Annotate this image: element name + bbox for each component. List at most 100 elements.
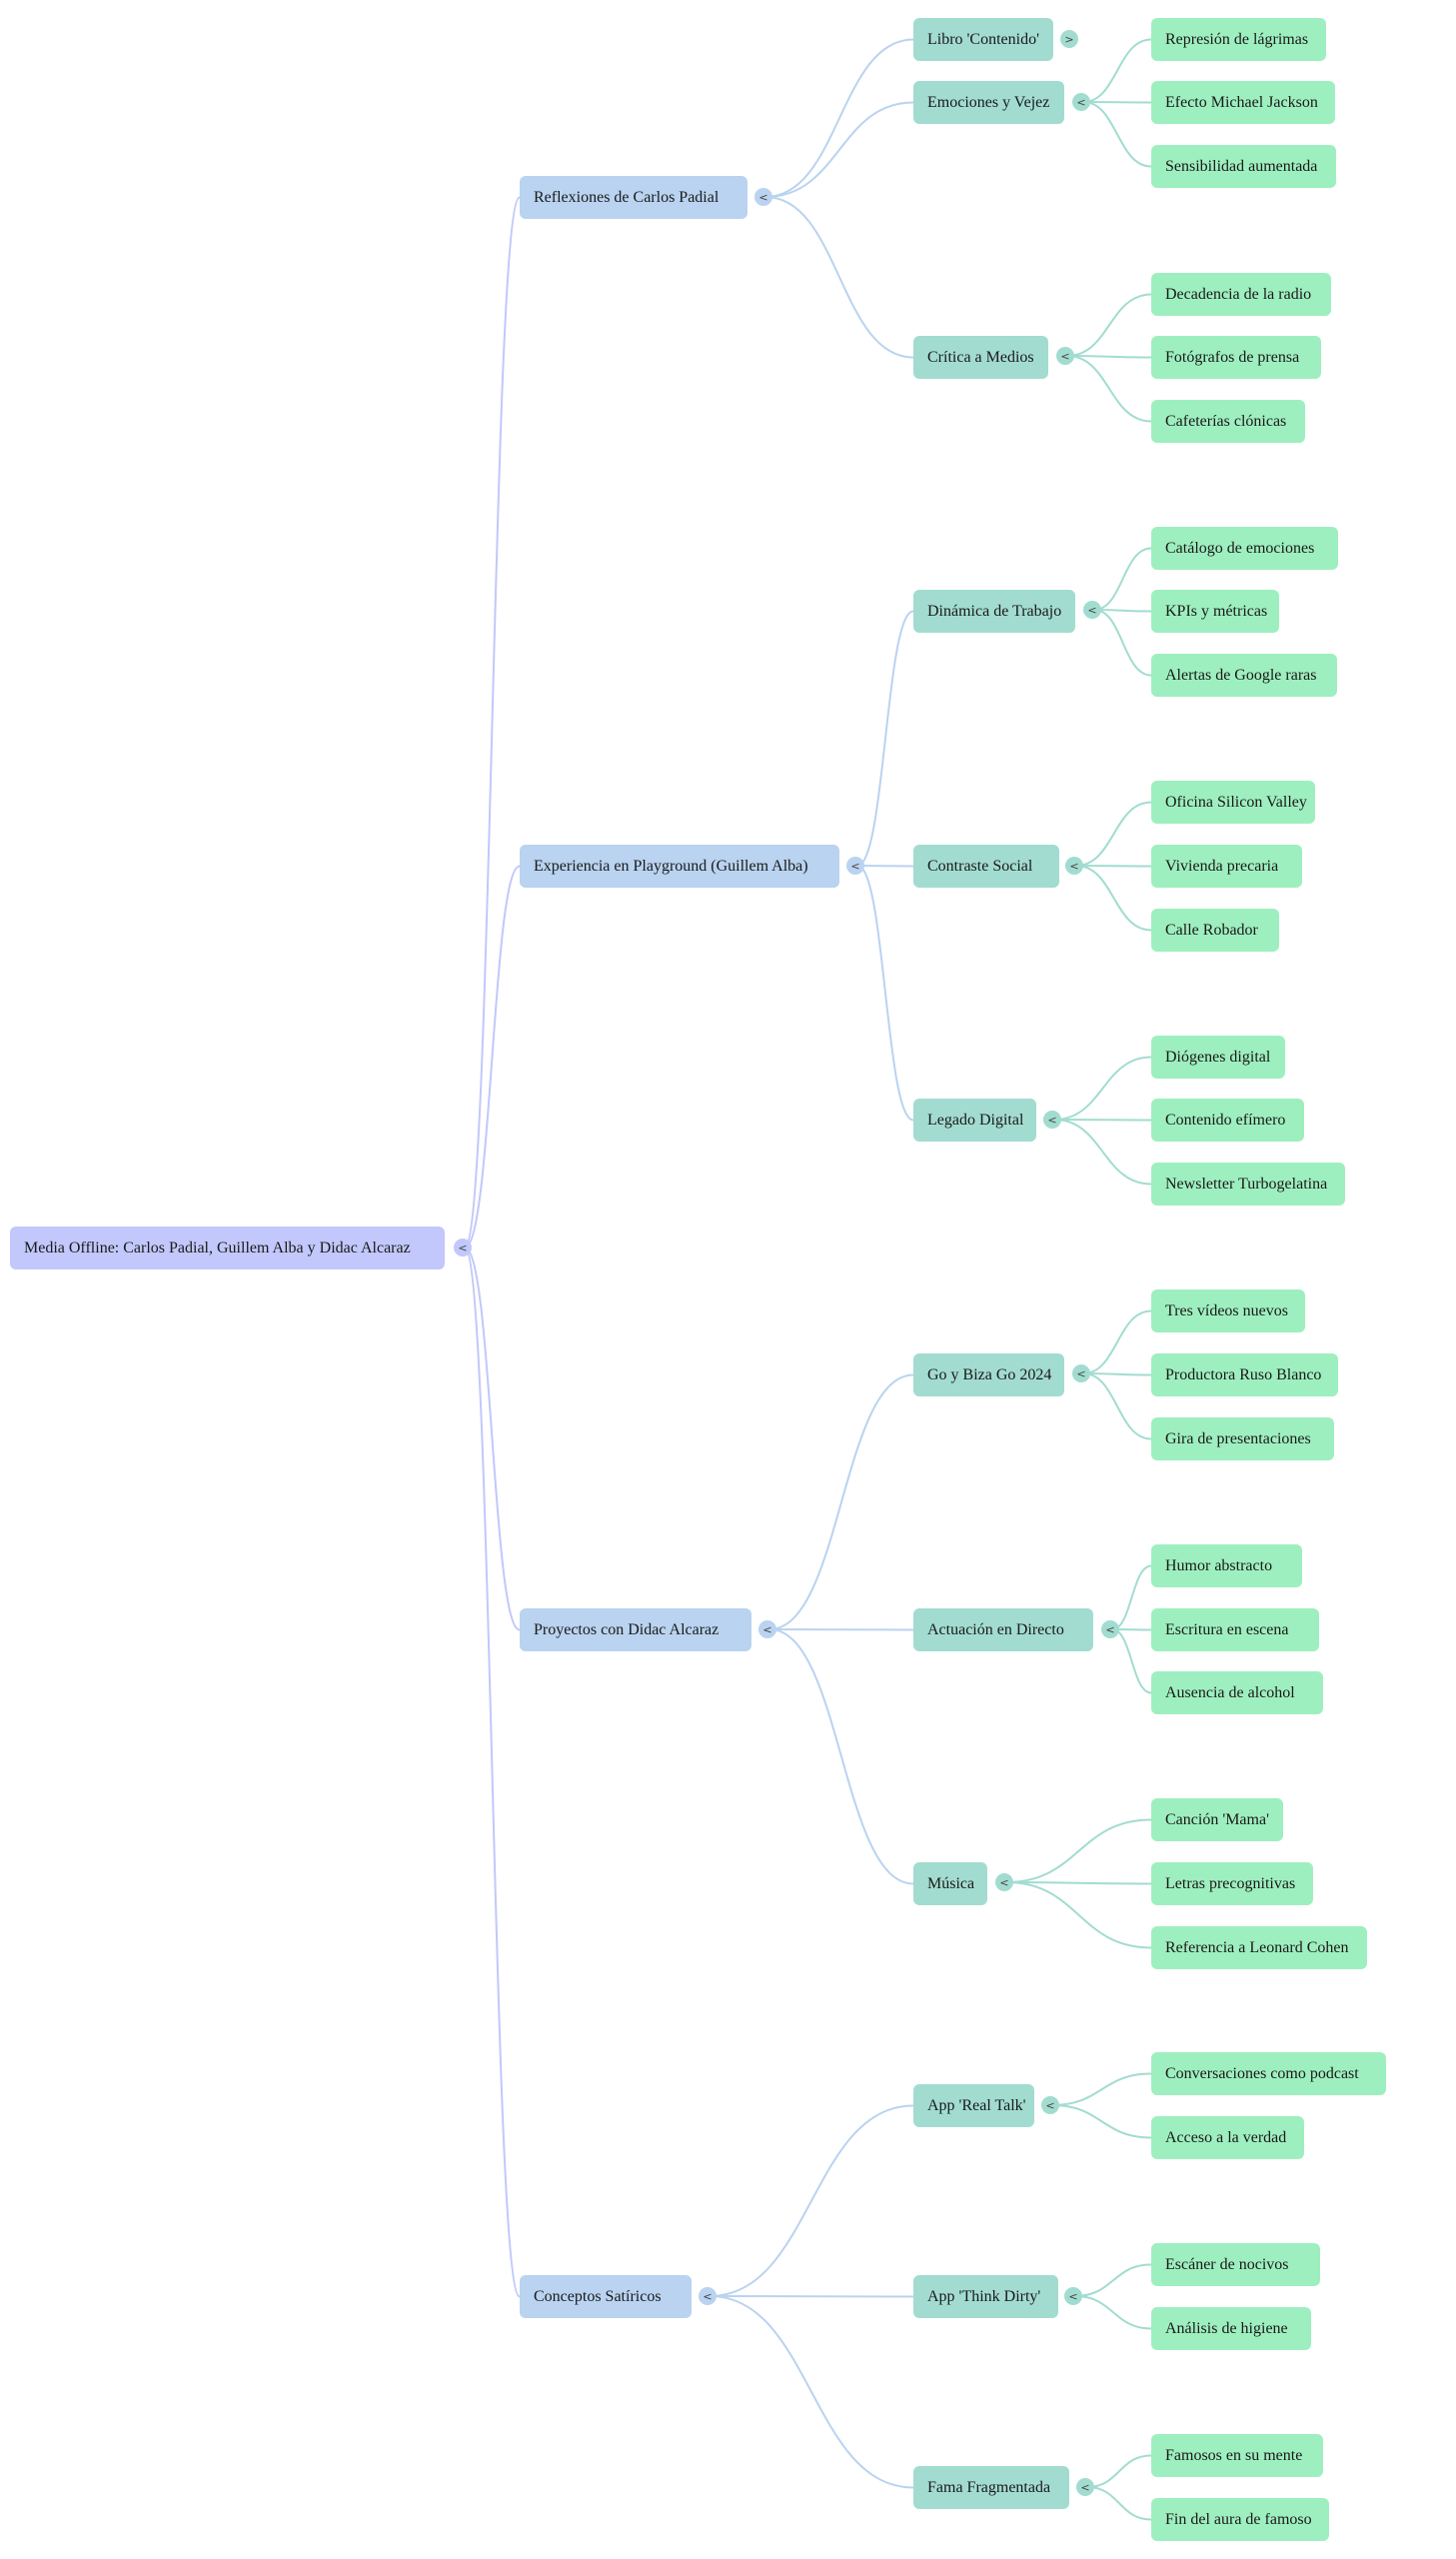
topic-node-app-real-talk[interactable]: App 'Real Talk' [913,2084,1034,2127]
topic-link [1093,609,1152,677]
collapse-toggle-icon[interactable]: < [1043,1111,1061,1129]
root-node-label: Media Offline: Carlos Padial, Guillem Al… [24,1239,411,1257]
leaf-node[interactable]: Fin del aura de famoso [1151,2498,1329,2541]
topic-node-contraste-social[interactable]: Contraste Social [913,845,1059,888]
leaf-node-label: Fotógrafos de prensa [1165,348,1300,366]
leaf-node-label: Acceso a la verdad [1165,2128,1287,2146]
branch-node-reflexiones[interactable]: Reflexiones de Carlos Padial [520,176,747,219]
leaf-node[interactable]: Escritura en escena [1151,1608,1319,1651]
collapse-toggle-icon[interactable]: < [1041,2096,1059,2114]
leaf-node[interactable]: Newsletter Turbogelatina [1151,1163,1345,1206]
collapse-toggle-icon[interactable]: < [1072,1364,1090,1382]
branch-node-label: Proyectos con Didac Alcaraz [534,1620,720,1638]
collapse-toggle-icon[interactable]: < [754,188,772,206]
collapse-toggle-icon[interactable]: < [1101,1620,1119,1638]
collapse-toggle-icon[interactable]: < [1083,601,1101,619]
leaf-node-label: Humor abstracto [1165,1556,1273,1574]
branch-link [856,610,914,867]
root-node[interactable]: Media Offline: Carlos Padial, Guillem Al… [10,1227,445,1270]
topic-link [1086,2486,1152,2521]
branch-link [768,1373,914,1630]
collapse-toggle-icon[interactable]: < [1056,347,1074,365]
collapse-toggle-icon[interactable]: < [1072,93,1090,111]
collapse-toggle-icon[interactable]: < [995,1873,1013,1891]
leaf-node[interactable]: Contenido efímero [1151,1099,1304,1142]
leaf-node-label: Productora Ruso Blanco [1165,1365,1322,1383]
topic-node-actuacion-directo[interactable]: Actuación en Directo [913,1608,1093,1651]
topic-link [1066,355,1152,359]
leaf-node[interactable]: Acceso a la verdad [1151,2116,1304,2159]
leaf-node[interactable]: Gira de presentaciones [1151,1417,1334,1460]
leaf-node-label: Escritura en escena [1165,1620,1289,1638]
branch-link [768,1628,914,1885]
leaf-node-label: Oficina Silicon Valley [1165,793,1307,811]
leaf-node[interactable]: Sensibilidad aumentada [1151,145,1336,188]
collapse-toggle-icon[interactable]: < [1076,2478,1094,2496]
collapse-toggle-icon[interactable]: < [699,2287,717,2305]
leaf-node[interactable]: Vivienda precaria [1151,845,1302,888]
leaf-node[interactable]: Efecto Michael Jackson [1151,81,1335,124]
leaf-node[interactable]: Famosos en su mente [1151,2434,1323,2477]
leaf-node[interactable]: Análisis de higiene [1151,2307,1311,2350]
collapse-toggle-icon[interactable]: < [758,1620,776,1638]
topic-node-go-biza-go[interactable]: Go y Biza Go 2024 [913,1353,1064,1396]
topic-link [1111,1628,1152,1694]
leaf-node[interactable]: Tres vídeos nuevos [1151,1289,1305,1332]
leaf-node[interactable]: Letras precognitivas [1151,1862,1313,1905]
leaf-node[interactable]: Oficina Silicon Valley [1151,781,1315,824]
topic-link [1053,1056,1152,1121]
branch-node-conceptos[interactable]: Conceptos Satíricos [520,2275,692,2318]
topic-node-label: Crítica a Medios [927,348,1034,366]
leaf-node[interactable]: Escáner de nocivos [1151,2243,1320,2286]
leaf-node[interactable]: Productora Ruso Blanco [1151,1353,1338,1396]
topic-node-libro-contenido[interactable]: Libro 'Contenido' [913,18,1053,61]
root-link [464,1247,521,2298]
topic-node-legado-digital[interactable]: Legado Digital [913,1099,1036,1142]
leaf-node[interactable]: Ausencia de alcohol [1151,1671,1323,1714]
collapse-toggle-icon[interactable]: < [1065,857,1083,875]
leaf-node-label: Escáner de nocivos [1165,2255,1289,2273]
topic-node-dinamica-trabajo[interactable]: Dinámica de Trabajo [913,590,1075,633]
leaf-node[interactable]: Calle Robador [1151,909,1279,952]
branch-link [709,2104,914,2297]
leaf-node-label: Efecto Michael Jackson [1165,93,1318,111]
leaf-node[interactable]: Catálogo de emociones [1151,527,1338,570]
leaf-node[interactable]: Conversaciones como podcast [1151,2052,1386,2095]
topic-node-label: App 'Real Talk' [927,2096,1026,2114]
topic-link [1082,1372,1152,1376]
topic-node-critica-medios[interactable]: Crítica a Medios [913,336,1048,379]
branch-link [764,38,914,198]
collapse-toggle-icon[interactable]: < [846,857,864,875]
topic-node-label: Go y Biza Go 2024 [927,1365,1052,1383]
leaf-node-label: KPIs y métricas [1165,602,1268,620]
leaf-node[interactable]: KPIs y métricas [1151,590,1279,633]
leaf-node[interactable]: Referencia a Leonard Cohen [1151,1926,1367,1969]
topic-link [1082,1372,1152,1440]
leaf-node[interactable]: Decadencia de la radio [1151,273,1331,316]
leaf-node[interactable]: Cafeterías clónicas [1151,400,1305,443]
root-link [464,196,521,1249]
expand-toggle-icon[interactable]: > [1060,30,1078,48]
leaf-node-label: Letras precognitivas [1165,1874,1296,1892]
leaf-node[interactable]: Diógenes digital [1151,1036,1285,1079]
leaf-node[interactable]: Alertas de Google raras [1151,654,1337,697]
leaf-node[interactable]: Represión de lágrimas [1151,18,1326,61]
topic-link [1082,38,1152,103]
leaf-node[interactable]: Fotógrafos de prensa [1151,336,1321,379]
topic-node-emociones-vejez[interactable]: Emociones y Vejez [913,81,1064,124]
topic-link [1051,2104,1152,2139]
topic-node-fama-fragmentada[interactable]: Fama Fragmentada [913,2466,1069,2509]
topic-link [1005,1881,1152,1885]
branch-node-label: Conceptos Satíricos [534,2287,662,2305]
topic-node-label: Contraste Social [927,857,1033,875]
branch-node-experiencia[interactable]: Experiencia en Playground (Guillem Alba) [520,845,839,888]
collapse-toggle-icon[interactable]: < [454,1239,472,1257]
topic-node-musica[interactable]: Música [913,1862,987,1905]
branch-node-label: Reflexiones de Carlos Padial [534,188,720,206]
branch-node-proyectos[interactable]: Proyectos con Didac Alcaraz [520,1608,751,1651]
collapse-toggle-icon[interactable]: < [1064,2287,1082,2305]
leaf-node[interactable]: Canción 'Mama' [1151,1798,1283,1841]
leaf-node[interactable]: Humor abstracto [1151,1544,1302,1587]
leaf-node-label: Alertas de Google raras [1165,666,1317,684]
topic-node-app-think-dirty[interactable]: App 'Think Dirty' [913,2275,1058,2318]
